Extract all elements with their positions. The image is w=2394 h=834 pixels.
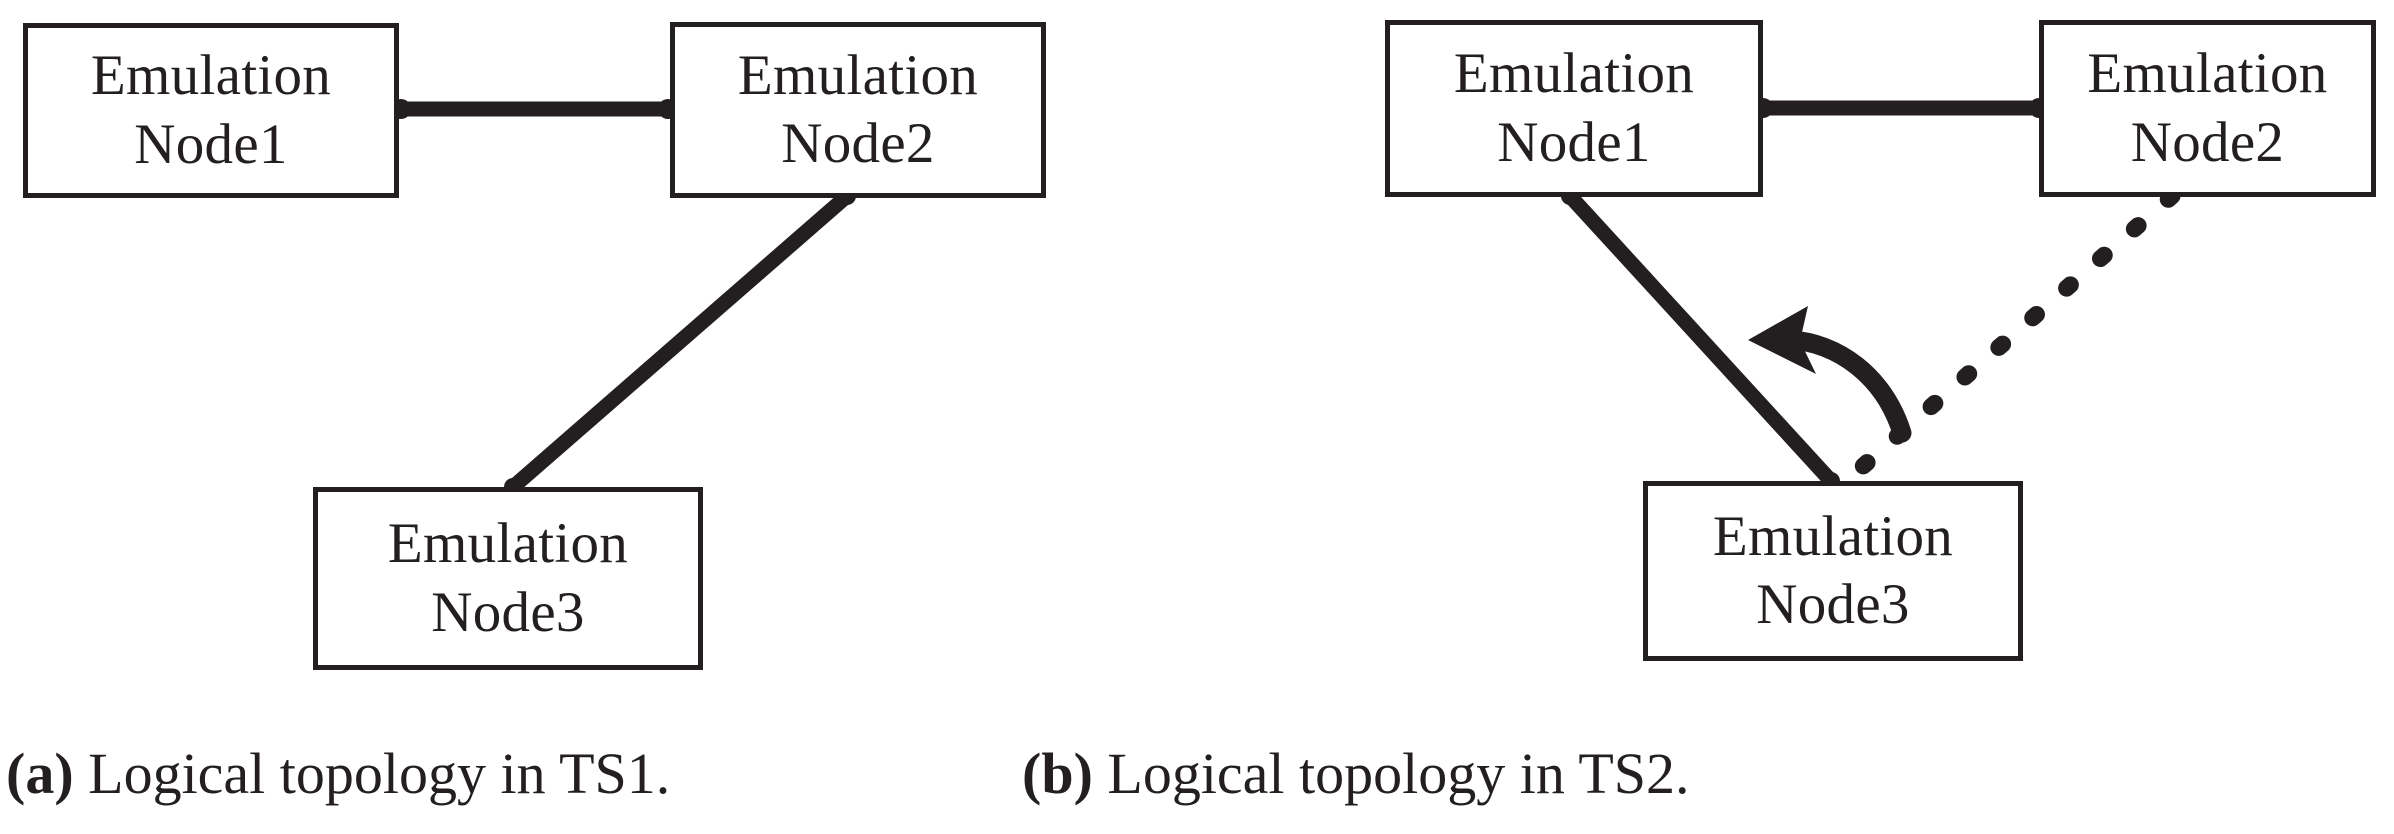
node-label-line2: Node2 bbox=[2130, 110, 2285, 174]
panel-a-node3-box[interactable]: Emulation Node3 bbox=[313, 487, 703, 670]
panel-a-node2-box[interactable]: Emulation Node2 bbox=[670, 22, 1046, 198]
node-label-line1: Emulation bbox=[387, 512, 629, 576]
node-label-line1: Emulation bbox=[737, 43, 979, 107]
caption-text-b: Logical topology in TS2. bbox=[1092, 741, 1690, 806]
panel-b-node2-box[interactable]: Emulation Node2 bbox=[2039, 20, 2376, 197]
caption-panel-b: (b) Logical topology in TS2. bbox=[1022, 742, 1690, 806]
curved-arrow-head bbox=[1748, 306, 1816, 374]
edge-node2-node3-a bbox=[505, 188, 855, 495]
panel-b-node3-box[interactable]: Emulation Node3 bbox=[1643, 481, 2023, 661]
node-label-line2: Node2 bbox=[781, 112, 935, 175]
panel-b-edges bbox=[1561, 98, 2181, 490]
node-label-line2: Node3 bbox=[431, 580, 585, 644]
node-label-line2: Node3 bbox=[1756, 573, 1910, 636]
node-label-line1: Emulation bbox=[90, 44, 332, 108]
panel-b-node1-box[interactable]: Emulation Node1 bbox=[1385, 20, 1763, 197]
node-label-line1: Emulation bbox=[1453, 42, 1695, 106]
node-label-line2: Node1 bbox=[1497, 110, 1651, 174]
node-label-line1: Emulation bbox=[1712, 504, 1954, 568]
caption-label-a: (a) bbox=[6, 741, 74, 806]
panel-a-node1-box[interactable]: Emulation Node1 bbox=[23, 23, 399, 198]
caption-label-b: (b) bbox=[1022, 741, 1093, 806]
node-label-line1: Emulation bbox=[2087, 42, 2328, 106]
edge-node1-node3-b bbox=[1562, 188, 1839, 489]
link-change-curved-arrow bbox=[1780, 330, 1912, 443]
caption-panel-a: (a) Logical topology in TS1. bbox=[6, 742, 670, 806]
node-label-line2: Node1 bbox=[134, 112, 288, 176]
caption-text-a: Logical topology in TS1. bbox=[73, 741, 671, 806]
